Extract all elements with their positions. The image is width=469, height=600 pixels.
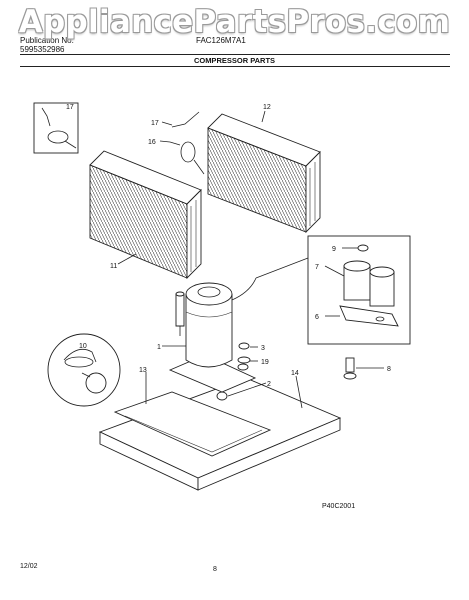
part-6-7-9-capacitor-inset [255,235,411,380]
part-13-14-base-pan [98,377,342,491]
callout-9: 9 [332,246,336,253]
callout-13: 13 [139,367,147,374]
leader-lines [117,110,384,409]
callout-17-inset: 17 [66,104,74,111]
part-11-evaporator-coil [89,150,202,280]
callout-1: 1 [157,344,161,351]
callout-14: 14 [291,370,299,377]
callout-7: 7 [315,264,319,271]
callout-17: 17 [151,120,159,127]
part-1-compressor [175,277,257,368]
callout-11: 11 [110,263,117,270]
callout-12: 12 [263,104,271,111]
callout-2: 2 [267,381,271,388]
callout-8: 8 [387,366,391,373]
part-16-17-sensor [169,111,205,175]
section-title: COMPRESSOR PARTS [193,56,276,65]
callout-labels: 17 17 16 12 11 9 7 6 10 1 3 19 8 13 14 2 [66,104,391,388]
callout-19: 19 [261,359,269,366]
header-rule-bottom [20,66,450,67]
callout-6: 6 [315,314,319,321]
header-rule-top [20,54,450,55]
part-12-condenser-coil [207,113,321,234]
callout-16: 16 [148,139,156,146]
publication-date: 12/02 [20,563,38,570]
part-17-sensor-inset [33,102,79,154]
page-number: 8 [213,566,217,573]
publication-number: 5995352986 [20,45,65,54]
callout-10: 10 [79,343,87,350]
model-number: FAC126M7A1 [196,36,246,45]
part-10-overload-inset [47,333,121,407]
callout-3: 3 [261,345,265,352]
publication-label: Publication No. [20,36,74,45]
part-2-3-19-hardware [216,342,251,401]
figure-code: P40C2001 [322,503,356,510]
